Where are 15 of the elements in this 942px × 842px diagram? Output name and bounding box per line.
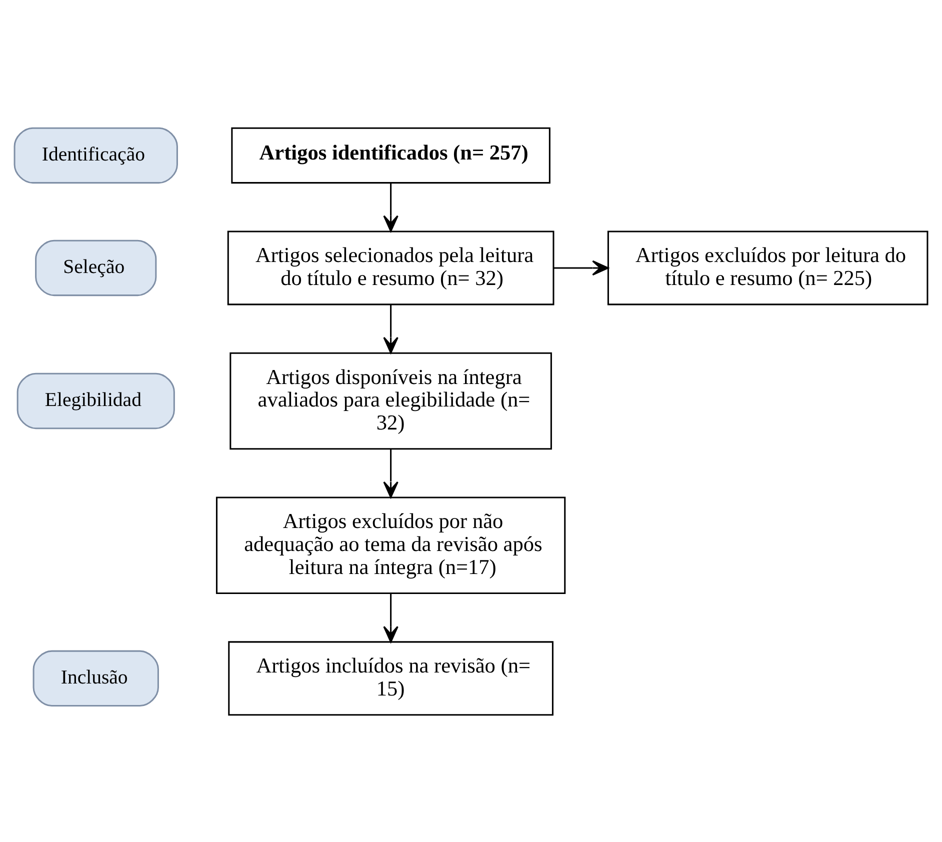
node-box: Artigos identificados (n= 257) <box>231 126 550 184</box>
node-box: Identificação <box>14 126 178 184</box>
node-box: Elegibilidad <box>16 372 175 429</box>
node-box: Artigos excluídos por não adequação ao tema da revisão após leitura na íntegra (n=17) <box>216 496 566 594</box>
arrow <box>383 593 398 642</box>
arrow <box>383 448 398 498</box>
node-box: Inclusão <box>32 650 159 706</box>
node-box: Seleção <box>35 239 157 296</box>
arrow <box>554 260 609 276</box>
node-box: Artigos incluídos na revisão (n= 15) <box>228 640 554 716</box>
arrow <box>383 182 398 232</box>
node-box: Artigos selecionados pela leitura do título e resumo (n= 32) <box>227 230 554 305</box>
arrow <box>383 304 398 353</box>
node-box: Artigos disponíveis na íntegra avaliados para elegibilidade (n= 32) <box>230 352 552 450</box>
node-box: Artigos excluídos por leitura do título e resumo (n= 225) <box>607 230 928 305</box>
